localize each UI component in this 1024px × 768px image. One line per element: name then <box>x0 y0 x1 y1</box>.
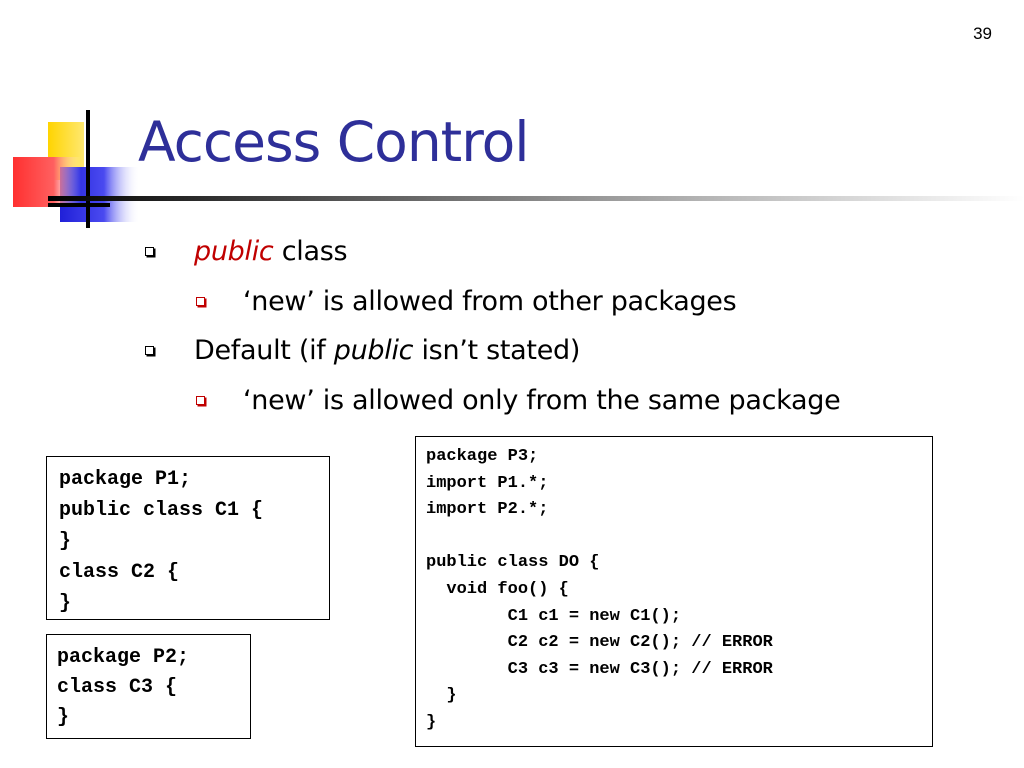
sub-bullet-item: ‘new’ is allowed only from the same pack… <box>196 385 841 416</box>
code-line <box>426 524 922 551</box>
emphasis-public: public <box>333 335 414 366</box>
code-line: package P2; <box>57 646 190 669</box>
bullet-square-icon <box>145 247 154 256</box>
code-line: package P3; <box>426 447 539 466</box>
code-line: void foo() { <box>426 579 569 599</box>
bullet-square-icon <box>196 396 205 405</box>
slide-title: Access Control <box>138 110 530 174</box>
code-line: package P1; <box>59 468 192 491</box>
code-line: C1 c1 = new C1(); <box>426 606 682 626</box>
code-line: } <box>426 686 457 706</box>
code-line: } <box>426 712 437 732</box>
code-line: import P1.*; <box>426 473 549 493</box>
code-line: public class DO { <box>426 553 600 573</box>
code-line: class C3 { <box>57 676 178 699</box>
code-line: C2 c2 = new C2(); // ERROR <box>426 633 773 653</box>
code-line: import P2.*; <box>426 500 549 520</box>
code-block-package-p2: package P2; class C3 {} <box>46 634 251 739</box>
bullet-text: Default (if public isn’t stated) <box>194 335 580 366</box>
code-line: class C2 { <box>59 561 180 584</box>
code-line: public class C1 { <box>59 499 264 522</box>
decorative-squares-graphic <box>13 110 140 228</box>
code-line: } <box>59 592 72 615</box>
code-block-package-p1: package P1; public class C1 {} class C2 {} <box>46 456 330 620</box>
bullet-item: public class <box>145 236 348 267</box>
bullet-text-part: ‘new’ is allowed only from the same pack… <box>243 385 841 416</box>
bullet-text: public class <box>194 236 348 267</box>
bullet-text-part: ‘new’ is allowed from other packages <box>243 286 737 317</box>
bullet-item: Default (if public isn’t stated) <box>145 335 580 366</box>
bullet-text-part: isn’t stated) <box>413 335 581 366</box>
bullet-text-part: class <box>273 236 348 267</box>
slide-number: 39 <box>973 24 992 43</box>
bullet-text: ‘new’ is allowed from other packages <box>243 286 737 317</box>
bullet-square-icon <box>145 346 154 355</box>
bullet-text: ‘new’ is allowed only from the same pack… <box>243 385 841 416</box>
bullet-text-part: Default (if <box>194 335 334 366</box>
code-block-package-p3: package P3; import P1.*; import P2.*; publ… <box>415 436 933 747</box>
code-line: C3 c3 = new C3(); // ERROR <box>426 659 773 679</box>
sub-bullet-item: ‘new’ is allowed from other packages <box>196 286 737 317</box>
code-line: } <box>59 530 72 553</box>
keyword-public: public <box>194 236 274 267</box>
bullet-square-icon <box>196 297 205 306</box>
title-underline <box>48 196 1024 201</box>
code-line: } <box>57 706 70 729</box>
